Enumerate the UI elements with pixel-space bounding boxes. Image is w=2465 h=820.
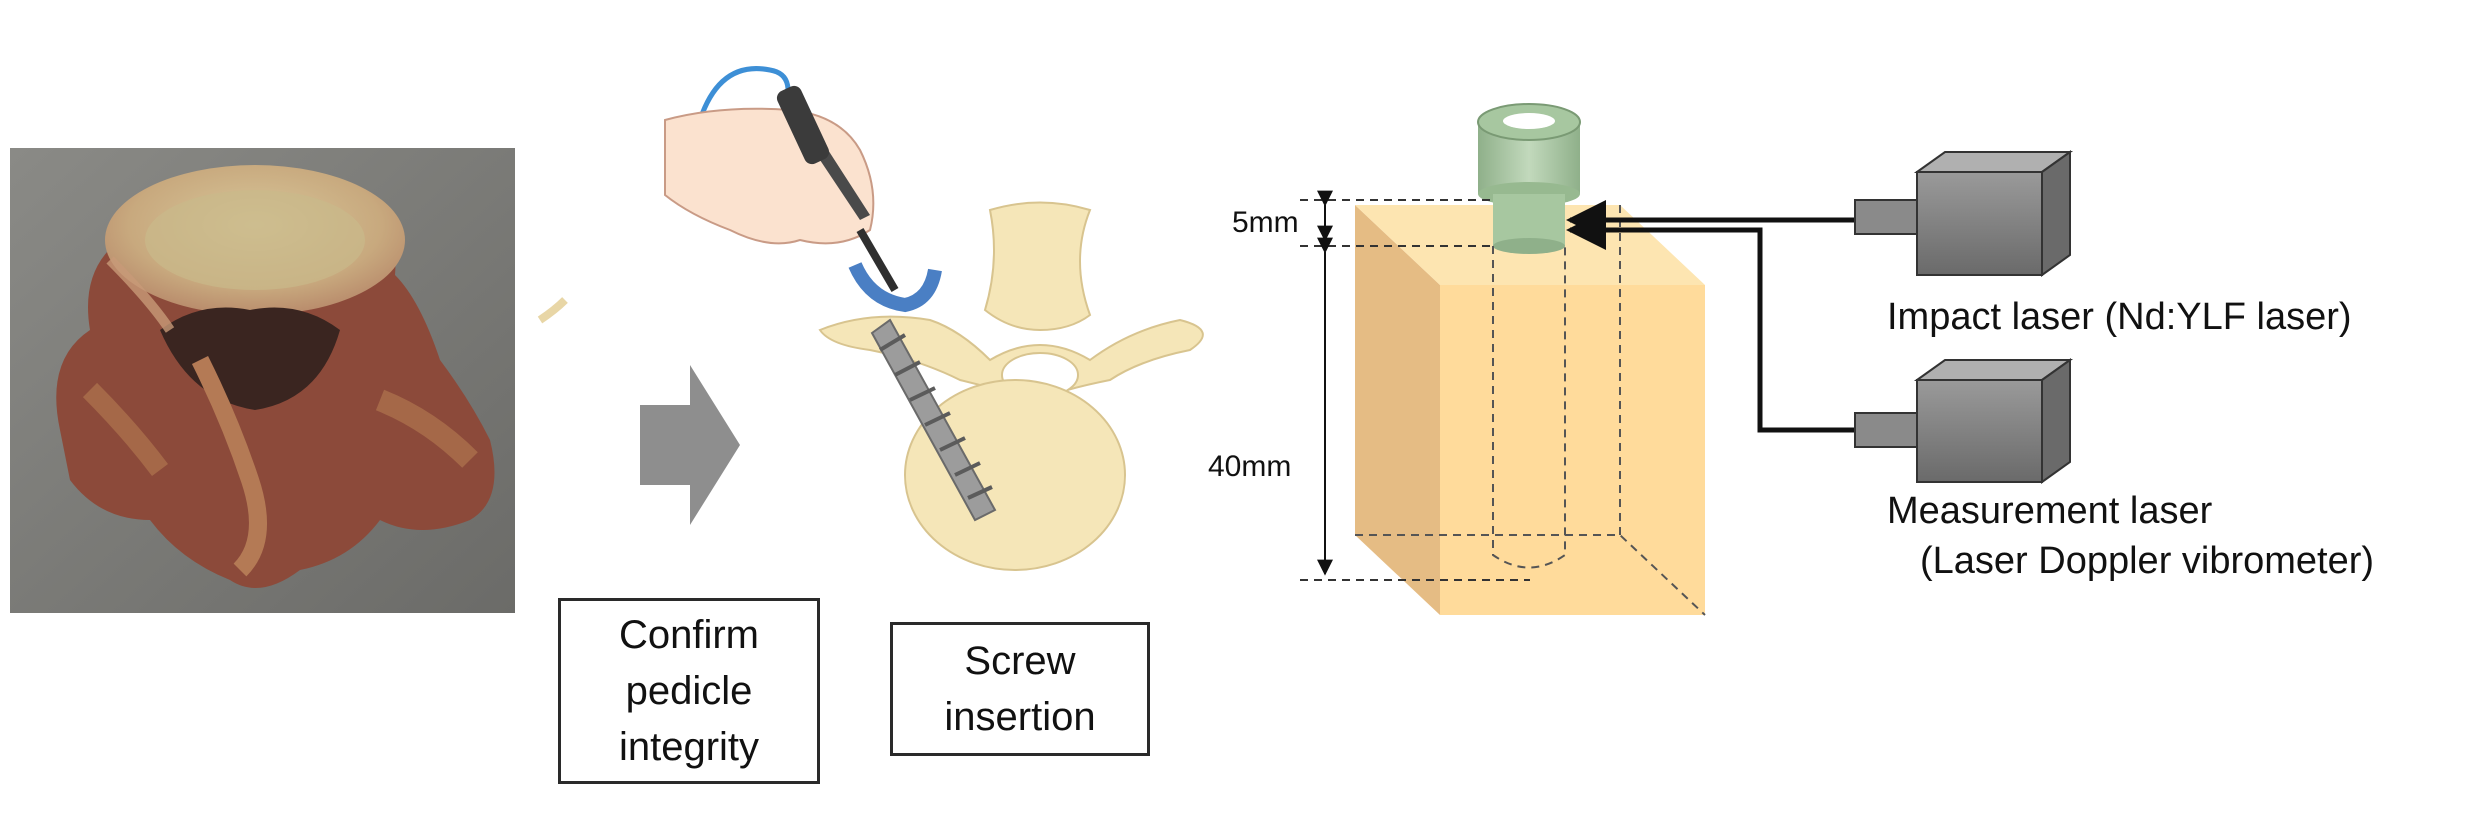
dimension-lines (1300, 190, 1530, 581)
flow-arrow-icon (640, 365, 740, 525)
bone-block (1355, 205, 1706, 616)
measurement-laser-sublabel: (Laser Doppler vibrometer) (1920, 540, 2375, 582)
impact-laser-label: Impact laser (Nd:YLF laser) (1887, 296, 2352, 338)
screw-head-cylinder (1477, 103, 1581, 569)
step-confirm-pedicle-box: Confirm pedicle integrity (558, 598, 820, 784)
laser-beams (1566, 200, 1855, 433)
probe-icon (776, 85, 830, 165)
dim-5mm-label: 5mm (1232, 206, 1299, 239)
step-screw-insertion-label: Screw insertion (944, 639, 1096, 739)
screw-icon (870, 318, 997, 522)
measurement-laser-beam (1566, 210, 1855, 433)
hand-probe-illustration (664, 66, 942, 313)
bone-fragment-mark (537, 297, 568, 324)
specimen-photo (10, 148, 515, 613)
impact-laser-icon (1854, 150, 2074, 277)
probe-tip (848, 262, 942, 313)
dim-40mm-label: 40mm (1208, 450, 1292, 483)
measurement-laser-icon (1854, 358, 2074, 484)
block-front-face (1440, 285, 1705, 615)
vertebra-screw-illustration (818, 201, 1204, 571)
block-side-face (1355, 205, 1440, 615)
screw-shaft-outline (1492, 246, 1566, 569)
measurement-laser-label: Measurement laser (1887, 490, 2213, 532)
step-screw-insertion-box: Screw insertion (890, 622, 1150, 756)
step-confirm-pedicle-label: Confirm pedicle integrity (618, 613, 760, 769)
